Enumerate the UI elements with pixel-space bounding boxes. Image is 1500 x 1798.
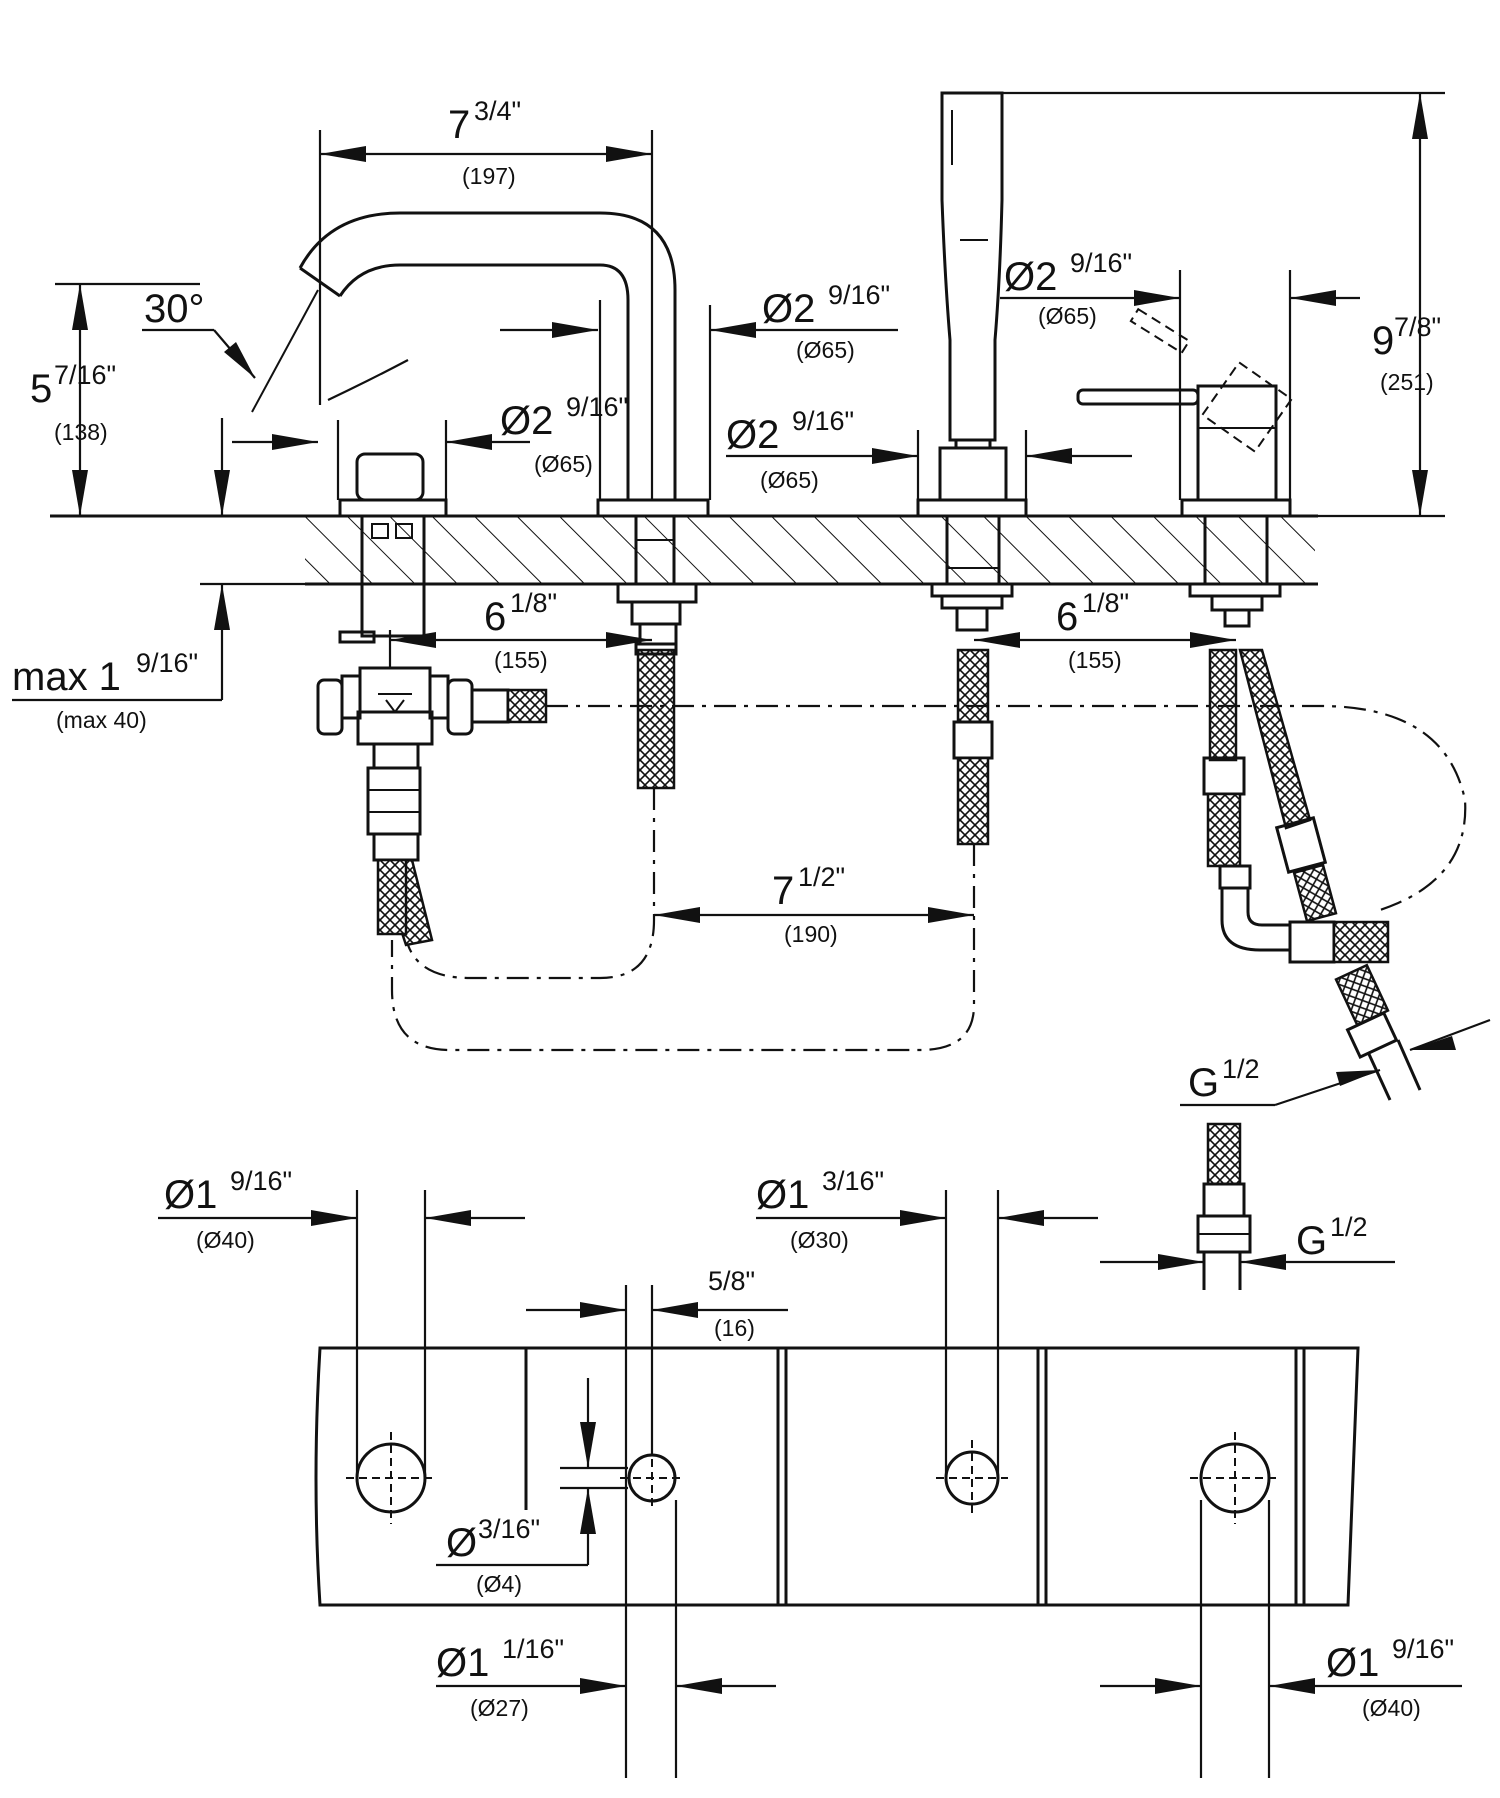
svg-text:9/16": 9/16": [828, 280, 890, 310]
svg-text:9/16": 9/16": [136, 648, 198, 678]
svg-text:3/4": 3/4": [474, 96, 521, 126]
cutout-plan: [314, 1346, 1360, 1607]
svg-text:Ø2: Ø2: [500, 399, 553, 443]
dim-hole-mid: Ø1 3/16" (Ø30): [756, 1166, 884, 1253]
svg-text:(Ø40): (Ø40): [196, 1227, 255, 1253]
dim-total-height: 9 7/8" (251): [1372, 312, 1441, 395]
connection-hose: [1196, 1122, 1252, 1290]
dim-spacing-right: 6 1/8" (155): [1056, 588, 1129, 673]
svg-text:5: 5: [30, 367, 52, 411]
svg-text:(138): (138): [54, 419, 108, 445]
dim-pin: Ø 3/16" (Ø4): [446, 1514, 540, 1597]
svg-text:Ø2: Ø2: [762, 287, 815, 331]
svg-text:(251): (251): [1380, 369, 1434, 395]
svg-text:30°: 30°: [144, 287, 205, 331]
svg-text:Ø1: Ø1: [164, 1173, 217, 1217]
svg-text:(155): (155): [1068, 647, 1122, 673]
hand-shower: [916, 91, 1028, 846]
dim-hole-left: Ø1 9/16" (Ø40): [164, 1166, 292, 1253]
svg-text:7/8": 7/8": [1394, 312, 1441, 342]
svg-text:9/16": 9/16": [792, 406, 854, 436]
dim-spout-width: 7 3/4" (197): [448, 96, 521, 189]
svg-text:(Ø4): (Ø4): [476, 1571, 522, 1597]
svg-text:6: 6: [1056, 595, 1078, 639]
dim-angle: 30°: [144, 287, 205, 331]
dim-thread-1: G 1/2: [1188, 1054, 1260, 1105]
svg-text:9/16": 9/16": [566, 392, 628, 422]
svg-text:max 1: max 1: [12, 655, 121, 699]
svg-text:1/8": 1/8": [1082, 588, 1129, 618]
svg-text:Ø: Ø: [446, 1521, 477, 1565]
svg-text:Ø2: Ø2: [1004, 255, 1057, 299]
dim-thread-2: G 1/2: [1296, 1212, 1368, 1263]
dim-spacing-mid: 7 1/2" (190): [772, 862, 845, 947]
dim-body-dia-spout: Ø2 9/16" (Ø65): [762, 280, 890, 363]
deck-section: [50, 514, 1318, 586]
pipe-routing: [390, 704, 1467, 1052]
svg-text:3/16": 3/16": [822, 1166, 884, 1196]
dim-body-dia-lever: Ø2 9/16" (Ø65): [1004, 248, 1132, 329]
svg-text:1/2: 1/2: [1330, 1212, 1368, 1242]
svg-text:(Ø30): (Ø30): [790, 1227, 849, 1253]
dim-gap: 5/8" (16): [708, 1266, 755, 1341]
arrowheads: [72, 93, 1456, 1694]
svg-text:(16): (16): [714, 1315, 755, 1341]
svg-text:(197): (197): [462, 163, 516, 189]
lever-mixer: [1076, 307, 1422, 1101]
svg-text:(max 40): (max 40): [56, 707, 147, 733]
svg-text:(Ø65): (Ø65): [760, 467, 819, 493]
svg-text:9/16": 9/16": [1392, 1634, 1454, 1664]
svg-text:5/8": 5/8": [708, 1266, 755, 1296]
svg-text:G: G: [1188, 1061, 1219, 1105]
svg-text:(Ø65): (Ø65): [1038, 303, 1097, 329]
svg-text:Ø1: Ø1: [1326, 1641, 1379, 1685]
svg-text:7/16": 7/16": [54, 360, 116, 390]
svg-text:(Ø65): (Ø65): [534, 451, 593, 477]
svg-text:1/16": 1/16": [502, 1634, 564, 1664]
svg-text:(Ø65): (Ø65): [796, 337, 855, 363]
svg-text:7: 7: [448, 103, 470, 147]
svg-text:(190): (190): [784, 921, 838, 947]
svg-text:9: 9: [1372, 319, 1394, 363]
svg-text:3/16": 3/16": [478, 1514, 540, 1544]
svg-text:(Ø40): (Ø40): [1362, 1695, 1421, 1721]
svg-text:1/2": 1/2": [798, 862, 845, 892]
spout: [251, 211, 710, 790]
svg-text:7: 7: [772, 869, 794, 913]
svg-text:G: G: [1296, 1219, 1327, 1263]
svg-text:Ø2: Ø2: [726, 413, 779, 457]
svg-text:(Ø27): (Ø27): [470, 1695, 529, 1721]
dim-spout-height: 5 7/16" (138): [30, 360, 116, 445]
dim-body-dia-hand: Ø2 9/16" (Ø65): [726, 406, 854, 493]
dim-spacing-left: 6 1/8" (155): [484, 588, 557, 673]
dim-hole-small: Ø1 1/16" (Ø27): [436, 1634, 564, 1721]
svg-text:1/2: 1/2: [1222, 1054, 1260, 1084]
dim-hole-right: Ø1 9/16" (Ø40): [1326, 1634, 1454, 1721]
svg-text:(155): (155): [494, 647, 548, 673]
svg-text:Ø1: Ø1: [436, 1641, 489, 1685]
diverter-valve: [316, 452, 548, 947]
svg-text:9/16": 9/16": [1070, 248, 1132, 278]
dim-deck-max: max 1 9/16" (max 40): [12, 648, 198, 733]
svg-text:1/8": 1/8": [510, 588, 557, 618]
svg-text:9/16": 9/16": [230, 1166, 292, 1196]
dim-body-dia-left: Ø2 9/16" (Ø65): [500, 392, 628, 477]
svg-text:Ø1: Ø1: [756, 1173, 809, 1217]
svg-text:6: 6: [484, 595, 506, 639]
